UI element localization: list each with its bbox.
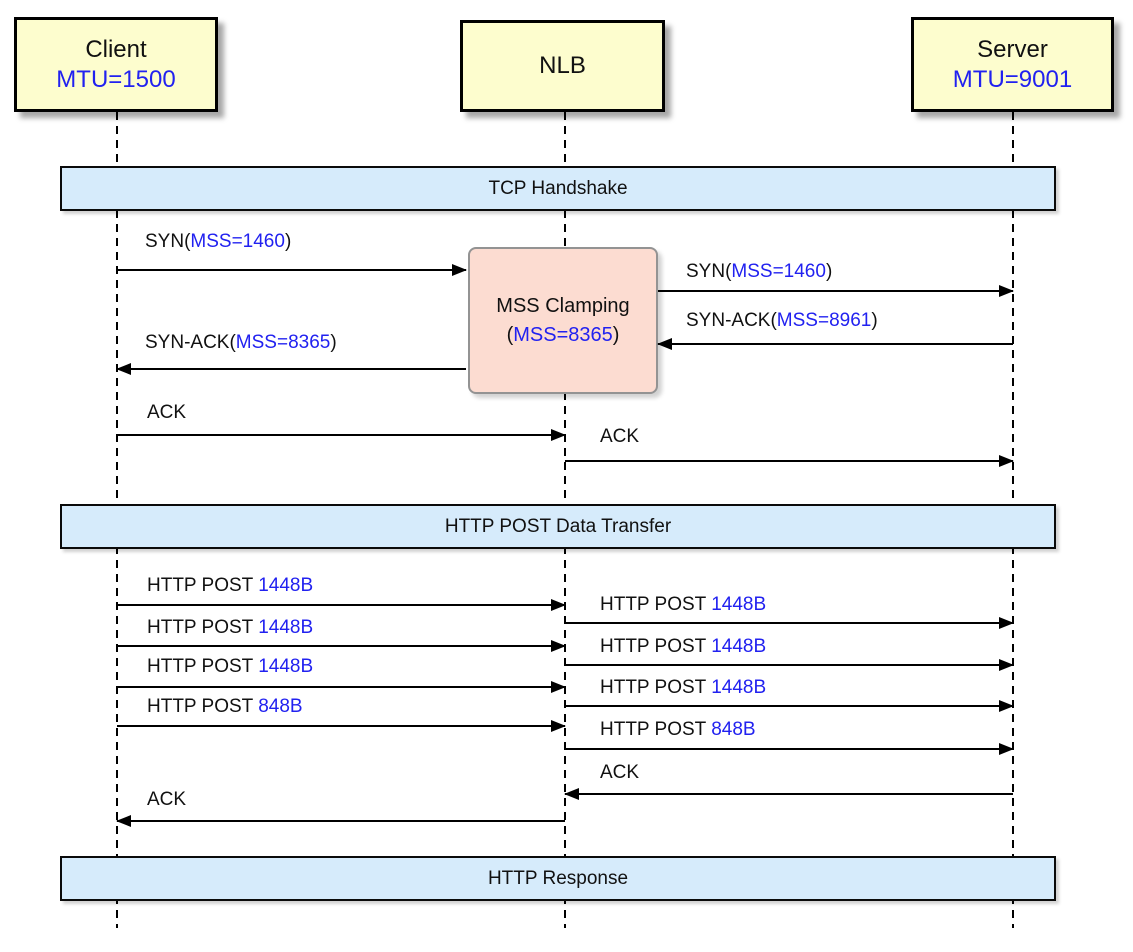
arrow-post3-nlb-server <box>565 700 1014 712</box>
message-syn-client-nlb: SYN(MSS=1460) <box>145 231 292 252</box>
actor-server-name: Server <box>977 35 1048 63</box>
message-post1-client-nlb: HTTP POST 1448B <box>147 575 314 596</box>
message-ack-nlb-client: ACK <box>147 789 187 810</box>
actor-client-mtu: MTU=1500 <box>56 65 176 93</box>
mss-clamping-value: (MSS=8365) <box>506 323 620 346</box>
message-post2-client-nlb: HTTP POST 1448B <box>147 617 314 638</box>
arrow-post4-client-nlb <box>117 720 566 732</box>
mss-clamping-note: MSS Clamping (MSS=8365) <box>468 247 658 394</box>
arrow-ack-client-nlb <box>117 429 566 441</box>
arrow-ack-nlb-client <box>116 815 565 827</box>
section-http-post-title: HTTP POST Data Transfer <box>444 515 672 537</box>
actor-client: Client MTU=1500 <box>14 17 218 112</box>
arrow-post2-nlb-server <box>565 659 1014 671</box>
message-synack-nlb-client: SYN-ACK(MSS=8365) <box>145 332 337 353</box>
message-post4-nlb-server: HTTP POST 848B <box>600 719 756 740</box>
actor-nlb-name: NLB <box>539 52 586 79</box>
actor-server: Server MTU=9001 <box>911 17 1114 112</box>
arrow-post1-client-nlb <box>117 599 566 611</box>
arrow-ack-nlb-server <box>565 455 1014 467</box>
message-synack-server-nlb: SYN-ACK(MSS=8961) <box>686 310 878 331</box>
message-post3-client-nlb: HTTP POST 1448B <box>147 656 314 677</box>
message-ack-server-nlb: ACK <box>600 762 640 783</box>
actor-nlb: NLB <box>460 20 665 112</box>
arrow-synack-server-nlb <box>657 338 1013 350</box>
mss-clamping-title: MSS Clamping <box>496 294 630 317</box>
message-ack-client-nlb: ACK <box>147 402 187 423</box>
section-tcp-handshake: TCP Handshake <box>60 166 1056 211</box>
message-ack-nlb-server: ACK <box>600 426 640 447</box>
actor-server-mtu: MTU=9001 <box>952 65 1073 93</box>
actor-client-name: Client <box>85 35 147 63</box>
arrow-syn-nlb-server <box>658 285 1014 297</box>
message-post3-nlb-server: HTTP POST 1448B <box>600 677 767 698</box>
section-http-post-data-transfer: HTTP POST Data Transfer <box>60 504 1056 549</box>
arrow-synack-nlb-client <box>116 363 466 375</box>
arrow-post1-nlb-server <box>565 617 1014 629</box>
message-post4-client-nlb: HTTP POST 848B <box>147 696 303 717</box>
section-http-response: HTTP Response <box>60 856 1056 901</box>
section-tcp-handshake-title: TCP Handshake <box>488 177 628 199</box>
message-syn-nlb-server: SYN(MSS=1460) <box>686 261 833 282</box>
message-post1-nlb-server: HTTP POST 1448B <box>600 594 767 615</box>
message-post2-nlb-server: HTTP POST 1448B <box>600 636 767 657</box>
arrow-post2-client-nlb <box>117 640 566 652</box>
arrow-post3-client-nlb <box>117 681 566 693</box>
section-http-response-title: HTTP Response <box>487 867 629 889</box>
arrow-ack-server-nlb <box>564 788 1013 800</box>
arrow-post4-nlb-server <box>565 743 1014 755</box>
arrow-syn-client-nlb <box>117 264 467 276</box>
